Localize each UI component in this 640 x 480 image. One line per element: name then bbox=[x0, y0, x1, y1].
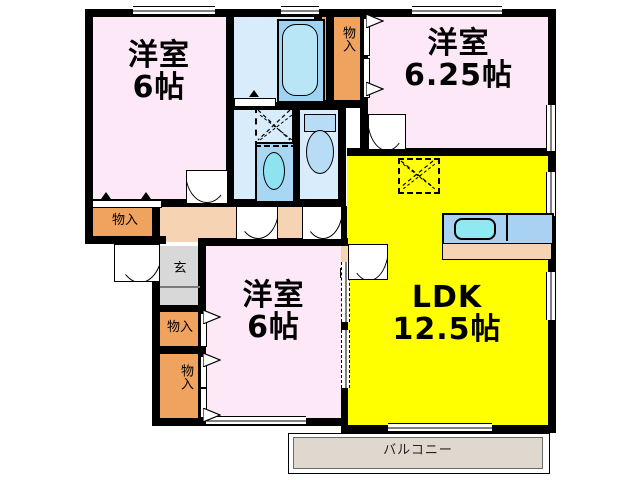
door-arc bbox=[369, 115, 405, 149]
label-ldk-name: LDK bbox=[411, 280, 483, 315]
wall-hall-bottom bbox=[198, 238, 348, 246]
window-bed-bottom-east-2[interactable] bbox=[341, 330, 350, 388]
kitchen-counter-divider bbox=[506, 213, 508, 241]
label-bed-top-left: 洋室 6帖 bbox=[92, 40, 226, 103]
label-storage-top-right: 物入 bbox=[332, 26, 355, 52]
door-arc bbox=[349, 245, 387, 279]
label-storage-1-text: 物入 bbox=[111, 213, 138, 228]
room-fill-genkan bbox=[160, 246, 200, 308]
wall-closet-tr-bottom bbox=[314, 100, 368, 108]
door-bath-marker-icon bbox=[249, 90, 259, 97]
label-storage-bottom-2: 物入 bbox=[170, 364, 193, 390]
label-bed-top-right: 洋室 6.25帖 bbox=[368, 28, 549, 91]
washer-space-dashed bbox=[255, 107, 297, 147]
label-bed-top-left-size: 6帖 bbox=[132, 69, 186, 105]
wall-bed-tr-ldk-divider bbox=[347, 148, 556, 156]
wall-left-bottom-block bbox=[152, 243, 160, 426]
label-bed-bottom-size: 6帖 bbox=[247, 309, 300, 345]
window-ldk-east-lower[interactable] bbox=[546, 272, 556, 320]
wall-right-left-storage bbox=[152, 199, 160, 243]
wall-outer-right-upper bbox=[548, 9, 556, 157]
door-arc bbox=[187, 171, 227, 203]
ldk-dashed-cross-icon bbox=[400, 160, 434, 188]
washer-space-cross-icon bbox=[257, 109, 291, 141]
wall-top-wet bbox=[226, 9, 334, 17]
washbasin-bowl bbox=[263, 152, 285, 190]
kitchen-front-panel bbox=[442, 243, 552, 260]
closet-marker-icon-2 bbox=[141, 192, 151, 199]
genkan-step-line bbox=[160, 286, 200, 288]
wall-bath-wash-divider bbox=[226, 102, 342, 110]
room-fill-bed-top-left bbox=[92, 16, 226, 200]
door-arc bbox=[117, 245, 159, 281]
closet-door-top-right-2[interactable] bbox=[363, 58, 370, 98]
window-bed-top-right[interactable] bbox=[412, 6, 502, 15]
window-bed-bottom-south[interactable] bbox=[206, 416, 306, 425]
door-washroom[interactable] bbox=[236, 206, 278, 240]
wall-storage-b1-bottom bbox=[152, 346, 204, 354]
wall-bath-right bbox=[326, 9, 334, 105]
door-bath-sliding[interactable] bbox=[234, 98, 276, 107]
wall-wet-bottom bbox=[226, 199, 346, 207]
label-balcony-text: バルコニー bbox=[383, 443, 453, 458]
room-fill-bed-bottom bbox=[206, 246, 341, 424]
toilet-bowl bbox=[306, 130, 334, 174]
door-entrance[interactable] bbox=[114, 244, 160, 282]
label-bed-top-right-size: 6.25帖 bbox=[403, 57, 514, 93]
balcony-outline bbox=[288, 433, 550, 474]
door-bed-top-left[interactable] bbox=[186, 170, 228, 204]
window-bath-top[interactable] bbox=[281, 6, 319, 15]
label-ldk: LDK 12.5帖 bbox=[352, 282, 542, 345]
door-bed-top-right[interactable] bbox=[368, 114, 406, 150]
room-fill-ldk bbox=[347, 155, 549, 427]
room-fill-closet-bottom-1 bbox=[160, 311, 200, 347]
label-storage-2-text: 物入 bbox=[340, 26, 355, 52]
wall-outer-left bbox=[85, 9, 93, 243]
label-balcony: バルコニー bbox=[293, 444, 543, 458]
ldk-dashed-box bbox=[398, 158, 440, 194]
closet-arrow-b2 bbox=[203, 353, 221, 367]
label-genkan-text: 玄 bbox=[173, 261, 187, 276]
wall-bed-tr-left bbox=[360, 100, 368, 155]
window-bed-top-left[interactable] bbox=[133, 6, 215, 15]
label-ldk-size: 12.5帖 bbox=[392, 311, 502, 347]
label-bed-top-left-name: 洋室 bbox=[128, 38, 190, 73]
window-ldk-east-upper[interactable] bbox=[546, 172, 556, 216]
closet-arrow-tr-2 bbox=[366, 82, 384, 96]
label-storage-top-left: 物入 bbox=[92, 213, 158, 229]
label-bed-bottom-name: 洋室 bbox=[242, 278, 305, 313]
closet-door-top-left[interactable] bbox=[92, 200, 162, 208]
wall-under-left-storage bbox=[85, 236, 166, 244]
label-bed-bottom: 洋室 6帖 bbox=[206, 280, 341, 343]
wall-storage-b1-top bbox=[152, 305, 204, 312]
wall-wash-toilet-divider bbox=[292, 102, 300, 205]
room-fill-closet-bottom-2 bbox=[160, 354, 200, 418]
bathtub-inner bbox=[282, 24, 318, 96]
wall-toilet-right bbox=[338, 102, 346, 205]
label-storage-4-text: 物入 bbox=[178, 364, 193, 390]
closet-marker-icon-1 bbox=[101, 192, 111, 199]
window-bed-top-right-east[interactable] bbox=[546, 105, 556, 151]
kitchen-sink bbox=[454, 218, 496, 240]
window-bed-bottom-east[interactable] bbox=[341, 262, 350, 322]
door-ldk[interactable] bbox=[348, 244, 388, 280]
label-bed-top-right-name: 洋室 bbox=[427, 26, 490, 61]
door-arc bbox=[303, 207, 341, 239]
closet-arrow-b1 bbox=[203, 310, 221, 324]
label-storage-bottom-1: 物入 bbox=[160, 320, 200, 336]
closet-arrow-b3 bbox=[203, 408, 221, 422]
door-arc bbox=[237, 207, 277, 239]
wall-hall-right bbox=[340, 206, 347, 246]
label-genkan: 玄 bbox=[160, 262, 200, 276]
door-toilet[interactable] bbox=[302, 206, 342, 240]
window-ldk-south[interactable] bbox=[388, 423, 492, 432]
label-storage-3-text: 物入 bbox=[166, 320, 193, 335]
closet-arrow-tr-1 bbox=[366, 14, 384, 28]
room-fill-balcony bbox=[293, 437, 543, 469]
